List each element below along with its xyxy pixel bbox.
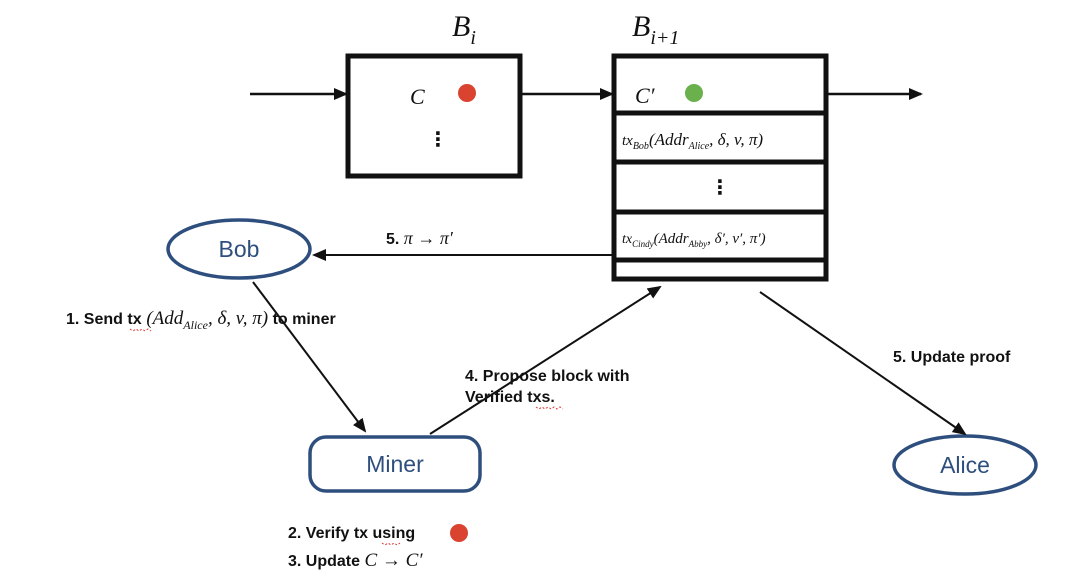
update-proof-arrow bbox=[759, 291, 967, 436]
step5-proof-label: 5. π → π′ bbox=[386, 228, 454, 248]
tx-cindy-row: txCindy(AddrAbby, δ′, v′, π′) bbox=[622, 231, 766, 249]
step5-update-label: 5. Update proof bbox=[893, 349, 1011, 366]
block-bi-commitment: C bbox=[410, 84, 425, 109]
node-alice-label: Alice bbox=[940, 452, 990, 478]
node-bob-label: Bob bbox=[219, 236, 260, 262]
red-dot-icon bbox=[458, 84, 476, 102]
block-bi1-commitment: C′ bbox=[635, 83, 656, 108]
step3-label: 3. Update C → C′ bbox=[288, 550, 423, 571]
step2-label: 2. Verify tx using bbox=[288, 525, 415, 542]
node-miner bbox=[308, 435, 482, 493]
block-bi1-ellipsis: ⋮ bbox=[710, 177, 730, 199]
block-bi1-title: Bi+1 bbox=[632, 10, 679, 49]
block-bi-title: Bi bbox=[452, 10, 476, 49]
node-bob bbox=[166, 218, 312, 280]
step1-label: 1. Send tx (AddAlice, δ, v, π) to miner bbox=[66, 308, 336, 332]
red-dot-icon-step2 bbox=[450, 524, 468, 542]
spellcheck-underline-step1 bbox=[129, 328, 152, 332]
node-alice bbox=[892, 434, 1038, 496]
step4-label-line2: Verified txs. bbox=[465, 389, 555, 406]
block-bi bbox=[345, 53, 523, 179]
step4-label-line1: 4. Propose block with bbox=[465, 368, 629, 385]
tx-bob-row: txBob(AddrAlice, δ, v, π) bbox=[622, 130, 763, 152]
green-dot-icon bbox=[685, 84, 703, 102]
propose-block-arrow bbox=[429, 285, 662, 435]
spellcheck-underline-step2 bbox=[381, 542, 401, 546]
block-bi1 bbox=[611, 53, 829, 282]
block-bi-ellipsis: ⋮ bbox=[428, 129, 448, 151]
node-miner-label: Miner bbox=[366, 451, 424, 477]
send-tx-arrow bbox=[252, 281, 367, 433]
spellcheck-underline-step4 bbox=[535, 406, 564, 410]
